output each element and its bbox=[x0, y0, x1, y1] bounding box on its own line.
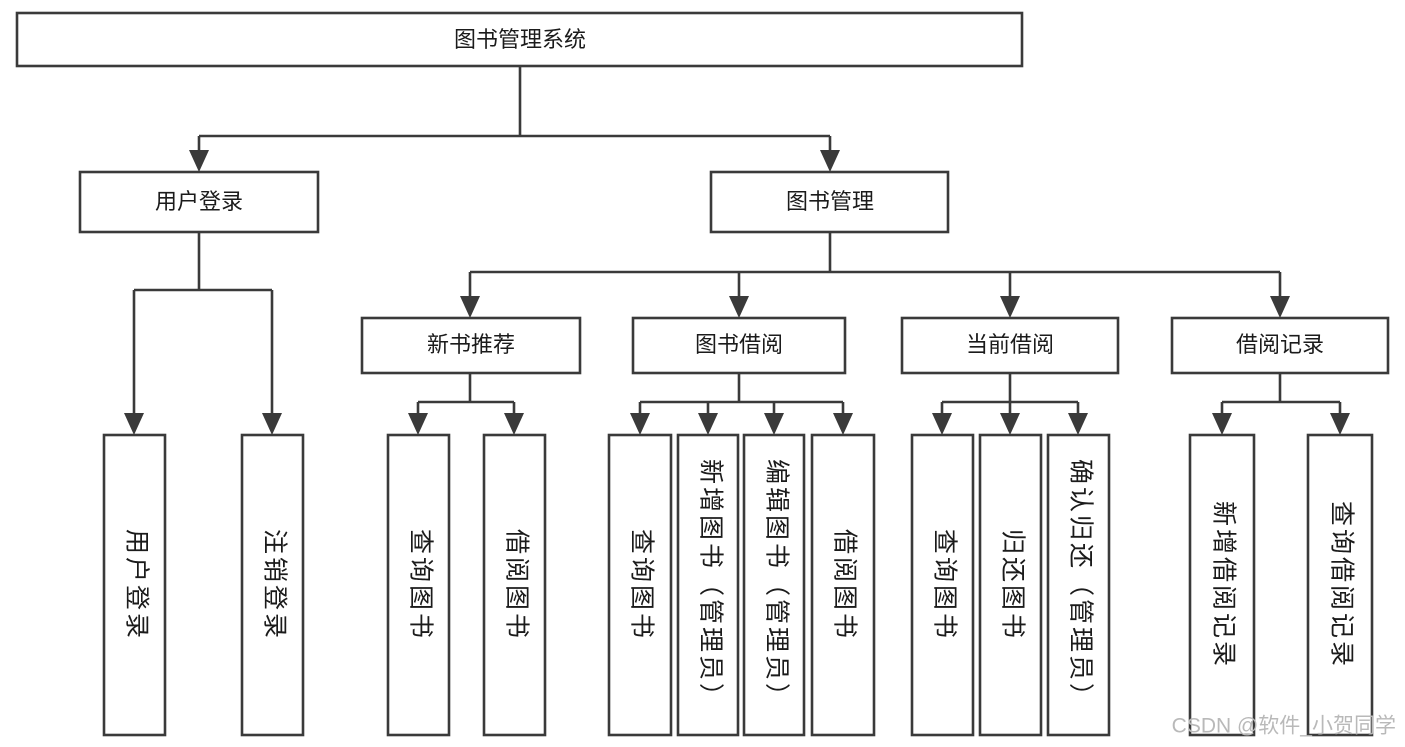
leaf-query-book-current[interactable]: 查询图书 bbox=[910, 433, 975, 737]
arrow-down-icon bbox=[262, 413, 282, 435]
node-new-book-recommend-box[interactable] bbox=[360, 316, 582, 375]
leaf-edit-book-admin-label: 编辑图书（管理员） bbox=[762, 459, 790, 711]
node-user-login-label: 用户登录 bbox=[155, 189, 243, 214]
leaf-borrow-book[interactable]: 借阅图书 bbox=[810, 433, 876, 737]
node-root[interactable]: 图书管理系统 bbox=[15, 11, 1024, 68]
node-book-management-box[interactable] bbox=[709, 170, 950, 234]
leaf-query-borrow-record[interactable]: 查询借阅记录 bbox=[1306, 433, 1374, 737]
arrow-down-icon bbox=[1000, 413, 1020, 435]
leaf-borrow-book-new[interactable]: 借阅图书 bbox=[482, 433, 547, 737]
node-current-borrow[interactable]: 当前借阅 bbox=[900, 316, 1120, 375]
leaf-query-book-new-box[interactable] bbox=[386, 433, 451, 737]
arrow-down-icon bbox=[1330, 413, 1350, 435]
node-current-borrow-label: 当前借阅 bbox=[966, 332, 1054, 357]
arrow-down-icon bbox=[833, 413, 853, 435]
arrow-down-icon bbox=[504, 413, 524, 435]
node-book-borrow-box[interactable] bbox=[631, 316, 847, 375]
leaf-return-book-label: 归还图书 bbox=[998, 529, 1026, 641]
arrow-down-icon bbox=[189, 150, 209, 172]
leaf-add-borrow-record-box[interactable] bbox=[1188, 433, 1256, 737]
leaf-query-book-new-label: 查询图书 bbox=[406, 529, 434, 641]
leaf-borrow-book-label: 借阅图书 bbox=[830, 529, 858, 641]
arrow-down-icon bbox=[460, 296, 480, 318]
leaf-return-book[interactable]: 归还图书 bbox=[978, 433, 1043, 737]
leaf-borrow-book-box[interactable] bbox=[810, 433, 876, 737]
leaf-add-borrow-record[interactable]: 新增借阅记录 bbox=[1188, 433, 1256, 737]
node-book-management[interactable]: 图书管理 bbox=[709, 170, 950, 234]
leaf-add-book-admin-label: 新增图书（管理员） bbox=[696, 459, 724, 711]
arrow-down-icon bbox=[124, 413, 144, 435]
leaf-user-login-label: 用户登录 bbox=[122, 529, 150, 641]
leaf-query-book-borrow-box[interactable] bbox=[607, 433, 673, 737]
leaf-borrow-book-new-label: 借阅图书 bbox=[502, 529, 530, 641]
arrow-down-icon bbox=[764, 413, 784, 435]
arrow-down-icon bbox=[1068, 413, 1088, 435]
node-user-login-box[interactable] bbox=[78, 170, 320, 234]
leaf-add-borrow-record-label: 新增借阅记录 bbox=[1209, 501, 1237, 669]
leaf-confirm-return-admin-box[interactable] bbox=[1046, 433, 1111, 737]
arrow-down-icon bbox=[408, 413, 428, 435]
node-borrow-record[interactable]: 借阅记录 bbox=[1170, 316, 1390, 375]
node-new-book-recommend-label: 新书推荐 bbox=[427, 332, 515, 357]
node-current-borrow-box[interactable] bbox=[900, 316, 1120, 375]
node-borrow-record-box[interactable] bbox=[1170, 316, 1390, 375]
leaf-logout-box[interactable] bbox=[240, 433, 305, 737]
leaf-confirm-return-admin[interactable]: 确认归还（管理员） bbox=[1046, 433, 1111, 737]
leaf-query-book-current-box[interactable] bbox=[910, 433, 975, 737]
arrow-down-icon bbox=[1212, 413, 1232, 435]
arrow-down-icon bbox=[630, 413, 650, 435]
leaf-query-book-borrow[interactable]: 查询图书 bbox=[607, 433, 673, 737]
node-borrow-record-label: 借阅记录 bbox=[1236, 332, 1324, 357]
leaf-query-borrow-record-label: 查询借阅记录 bbox=[1327, 501, 1355, 669]
node-book-borrow-label: 图书借阅 bbox=[695, 332, 783, 357]
arrow-down-icon bbox=[820, 150, 840, 172]
leaf-confirm-return-admin-label: 确认归还（管理员） bbox=[1066, 459, 1094, 711]
leaf-borrow-book-new-box[interactable] bbox=[482, 433, 547, 737]
connector-layer bbox=[124, 66, 1350, 435]
node-user-login[interactable]: 用户登录 bbox=[78, 170, 320, 234]
leaf-query-book-current-label: 查询图书 bbox=[930, 529, 958, 641]
leaf-query-book-borrow-label: 查询图书 bbox=[627, 529, 655, 641]
leaf-edit-book-admin[interactable]: 编辑图书（管理员） bbox=[742, 433, 806, 737]
leaf-add-book-admin[interactable]: 新增图书（管理员） bbox=[676, 433, 740, 737]
arrow-down-icon bbox=[1270, 296, 1290, 318]
arrow-down-icon bbox=[1000, 296, 1020, 318]
node-book-borrow[interactable]: 图书借阅 bbox=[631, 316, 847, 375]
arrow-down-icon bbox=[698, 413, 718, 435]
node-new-book-recommend[interactable]: 新书推荐 bbox=[360, 316, 582, 375]
leaf-user-login-box[interactable] bbox=[102, 433, 167, 737]
leaf-query-book-new[interactable]: 查询图书 bbox=[386, 433, 451, 737]
node-root-box[interactable] bbox=[15, 11, 1024, 68]
leaf-logout-label: 注销登录 bbox=[260, 529, 288, 641]
leaf-return-book-box[interactable] bbox=[978, 433, 1043, 737]
leaf-logout[interactable]: 注销登录 bbox=[240, 433, 305, 737]
watermark: CSDN @软件_小贺同学 bbox=[1172, 715, 1396, 738]
leaf-edit-book-admin-box[interactable] bbox=[742, 433, 806, 737]
node-root-label: 图书管理系统 bbox=[454, 27, 586, 52]
arrow-down-icon bbox=[932, 413, 952, 435]
node-book-management-label: 图书管理 bbox=[786, 189, 874, 214]
arrow-down-icon bbox=[729, 296, 749, 318]
leaf-query-borrow-record-box[interactable] bbox=[1306, 433, 1374, 737]
leaf-user-login[interactable]: 用户登录 bbox=[102, 433, 167, 737]
leaf-add-book-admin-box[interactable] bbox=[676, 433, 740, 737]
